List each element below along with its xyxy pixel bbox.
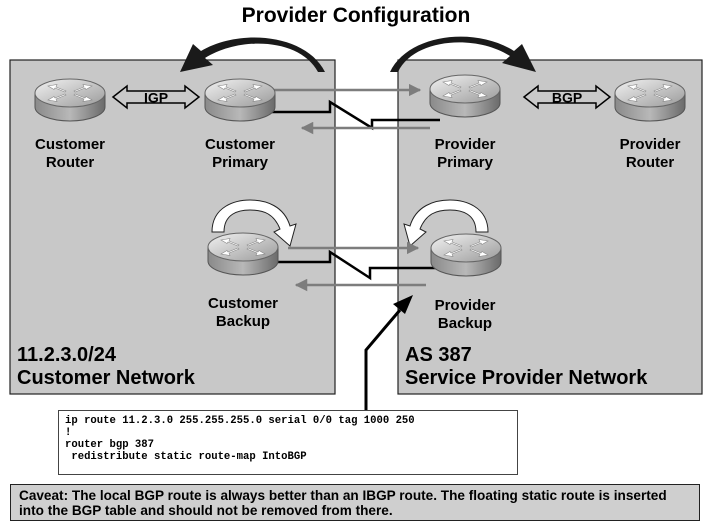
provider-as-number: AS 387 bbox=[405, 344, 472, 366]
config-pointer-line bbox=[364, 309, 402, 412]
igp-double-arrow: IGP bbox=[111, 84, 201, 110]
customer-backup-label: Customer Backup bbox=[207, 295, 278, 330]
provider-backup-router-icon bbox=[430, 233, 502, 277]
config-line: ! bbox=[65, 427, 72, 439]
provider-primary-router-icon bbox=[429, 74, 501, 118]
igp-label: IGP bbox=[144, 90, 168, 106]
bgp-label: BGP bbox=[552, 90, 582, 106]
config-line: redistribute static route-map IntoBGP bbox=[65, 451, 307, 463]
provider-network-name: Service Provider Network bbox=[405, 367, 648, 389]
customer-backup-router-icon bbox=[207, 232, 279, 276]
config-line: router bgp 387 bbox=[65, 439, 155, 451]
customer-network-name: Customer Network bbox=[17, 367, 195, 389]
bgp-double-arrow: BGP bbox=[522, 84, 612, 110]
caveat-box: Caveat: The local BGP route is always be… bbox=[10, 484, 700, 521]
diagram-title: Provider Configuration bbox=[241, 4, 471, 27]
provider-backup-label: Provider Backup bbox=[434, 297, 496, 332]
config-pointer-arrowhead bbox=[393, 295, 413, 314]
customer-primary-curved-arrow bbox=[180, 37, 325, 72]
customer-primary-router-icon bbox=[204, 78, 276, 122]
customer-primary-label: Customer Primary bbox=[204, 136, 275, 171]
config-box: ip route 11.2.3.0 255.255.255.0 serial 0… bbox=[58, 410, 518, 475]
customer-router-label: Customer Router bbox=[34, 136, 105, 171]
primary-serial-link bbox=[268, 99, 440, 131]
provider-primary-curved-arrow bbox=[390, 36, 536, 72]
customer-network-prefix: 11.2.3.0/24 bbox=[17, 344, 116, 366]
backup-serial-link bbox=[272, 249, 440, 281]
provider-primary-label: Provider Primary bbox=[434, 136, 496, 171]
config-line: ip route 11.2.3.0 255.255.255.0 serial 0… bbox=[65, 415, 415, 427]
provider-router-label: Provider Router bbox=[619, 136, 681, 171]
provider-router-icon bbox=[614, 78, 686, 122]
customer-router-icon bbox=[34, 78, 106, 122]
customer-backup-curved-arrow bbox=[211, 199, 297, 247]
